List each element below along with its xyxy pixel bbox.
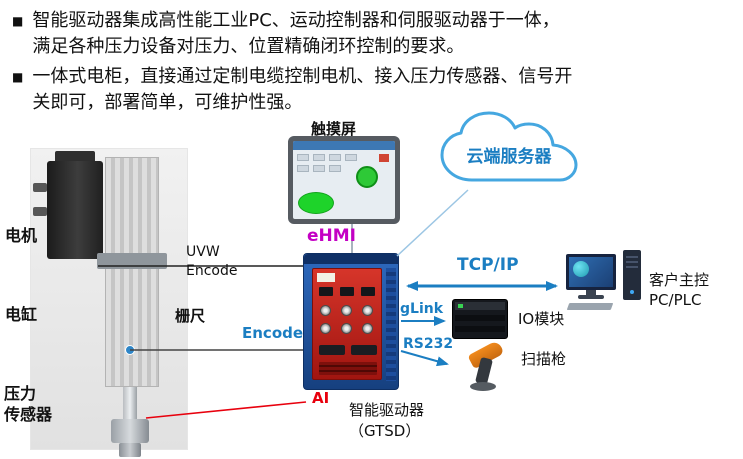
rs232-label: RS232: [403, 336, 454, 352]
glink-label: gLink: [400, 301, 444, 317]
io-module-led: [458, 304, 463, 308]
ai-label: AI: [312, 389, 330, 407]
cylinder-column-shape: [105, 157, 159, 387]
io-module-top: [455, 302, 505, 310]
uvw-encode-label: UVW Encode: [186, 244, 238, 279]
hmi-button-shape: [297, 154, 309, 161]
motor-connector-icon: [33, 207, 47, 216]
hmi-red-indicator: [379, 154, 389, 162]
monitor-base: [578, 295, 604, 299]
client-pc-label: 客户主控 PC/PLC: [649, 271, 710, 309]
bullet-item: ■ 一体式电柜，直接通过定制电缆控制电机、接入压力传感器、信号开 关即可，部署简…: [12, 64, 672, 116]
drive-connector-icon: [340, 287, 354, 296]
bullet-square-icon: ■: [12, 14, 24, 28]
hmi-green-ellipse: [298, 192, 334, 214]
hmi-button-shape: [345, 154, 357, 161]
io-module-icon: [452, 299, 508, 339]
drive-top-panel: [304, 254, 398, 264]
drive-port-icon: [319, 345, 345, 355]
tower-power-led: [630, 290, 634, 294]
drive-connector-icon: [319, 287, 333, 296]
tower-slot: [626, 266, 638, 268]
barcode-scanner-icon: [456, 339, 508, 392]
cloud-server-label: 云端服务器: [466, 147, 552, 167]
cloud-link-line: [396, 189, 469, 257]
cylinder-label: 电缸: [5, 305, 38, 324]
tower-slot: [626, 261, 638, 263]
hmi-button-shape: [313, 154, 325, 161]
drive-round-connector-icon: [341, 305, 352, 316]
ehmi-label: eHMI: [307, 226, 356, 246]
pressure-sensor-icon: [111, 419, 149, 443]
io-module-label: IO模块: [518, 310, 565, 328]
desktop-computer-icon: [566, 250, 646, 312]
rs232-arrow: [400, 350, 449, 367]
encode-label: Encode: [242, 324, 304, 342]
drive-vent-grille: [319, 362, 377, 375]
hmi-button-shape: [329, 165, 341, 172]
piston-rod-shape: [123, 387, 137, 421]
motor-label: 电机: [5, 226, 38, 245]
hmi-button-shape: [297, 165, 309, 172]
drive-round-connector-icon: [320, 323, 331, 334]
io-module-slot: [455, 326, 505, 332]
scanner-label: 扫描枪: [521, 350, 567, 368]
drive-heatsink-fins: [386, 268, 396, 381]
hmi-green-status-circle: [356, 166, 378, 188]
motor-cap-shape: [55, 151, 95, 163]
hmi-button-shape: [329, 154, 341, 161]
bullet-item: ■ 智能驱动器集成高性能工业PC、运动控制器和伺服驱动器于一体， 满足各种压力设…: [12, 8, 672, 60]
bullet-text: 一体式电柜，直接通过定制电缆控制电机、接入压力传感器、信号开 关即可，部署简单，…: [32, 66, 573, 113]
motor-icon: [47, 161, 103, 259]
hmi-titlebar: [293, 141, 395, 150]
drive-round-connector-icon: [362, 323, 373, 334]
bullet-list: ■ 智能驱动器集成高性能工业PC、运动控制器和伺服驱动器于一体， 满足各种压力设…: [12, 8, 672, 120]
drive-round-connector-icon: [320, 305, 331, 316]
monitor-icon: [566, 254, 616, 290]
globe-icon: [573, 261, 589, 277]
hmi-screen: [293, 141, 395, 219]
monitor-stand: [586, 290, 596, 295]
drive-front-panel: [312, 268, 382, 380]
drive-nameplate: [317, 273, 335, 282]
grating-scale-label: 栅尺: [175, 307, 206, 325]
io-module-slot: [455, 315, 505, 321]
pressure-sensor-label: 压力 传感器: [4, 384, 53, 424]
tcpip-label: TCP/IP: [457, 255, 519, 275]
smart-drive-unit-icon: [303, 253, 399, 390]
linear-actuator-image: [30, 148, 188, 457]
cloud-shape: 云端服务器: [430, 110, 588, 192]
cloud-outline-icon: [440, 111, 578, 182]
monitor-screen: [569, 257, 613, 287]
scanner-stand: [470, 382, 496, 391]
motor-connector-icon: [33, 183, 47, 192]
drive-caption: 智能驱动器 （GTSD）: [349, 401, 425, 440]
carriage-shape: [97, 253, 167, 269]
actuator-tip-shape: [119, 443, 141, 457]
touchscreen-image: [288, 136, 400, 224]
pc-tower-icon: [623, 250, 641, 300]
keyboard-icon: [566, 303, 614, 310]
touchscreen-label: 触摸屏: [311, 120, 357, 138]
drive-round-connector-icon: [341, 323, 352, 334]
drive-round-connector-icon: [362, 305, 373, 316]
drive-port-icon: [351, 345, 377, 355]
drive-connector-icon: [361, 287, 375, 296]
bullet-text: 智能驱动器集成高性能工业PC、运动控制器和伺服驱动器于一体， 满足各种压力设备对…: [32, 10, 560, 57]
bullet-square-icon: ■: [12, 70, 24, 84]
cloud-path: [440, 111, 578, 182]
tower-slot: [626, 256, 638, 258]
hmi-button-shape: [313, 165, 325, 172]
